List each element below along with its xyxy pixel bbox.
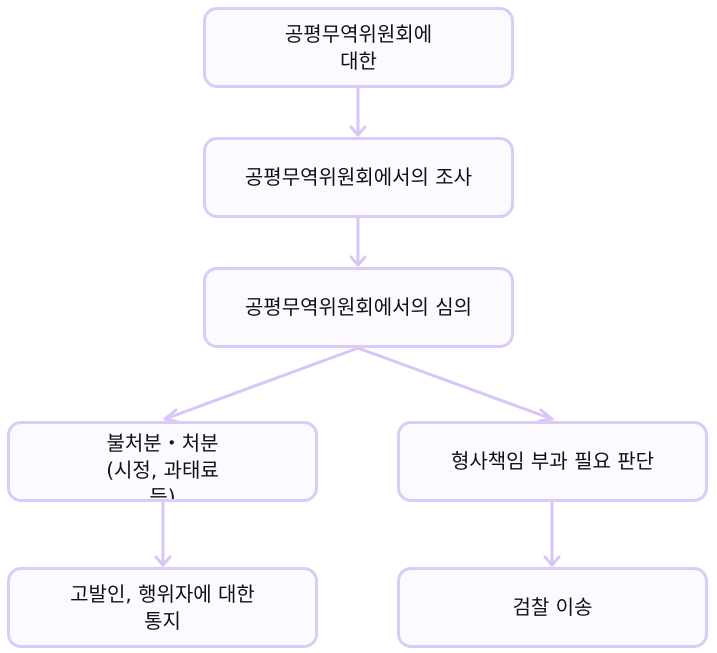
node-ftc-deliberation: 공평무역위원회에서의 심의 [203, 267, 514, 348]
node-line: (시정, 과태료 [106, 458, 219, 482]
edge-n1-n2 [349, 86, 367, 137]
node-ftc-report: 공평무역위원회에 대한 [203, 7, 514, 88]
node-line: 검찰 이송 [512, 595, 593, 619]
node-line: 등) [149, 485, 176, 502]
edge-n2-n3 [349, 216, 367, 267]
node-line: 불처분・처분 [106, 431, 219, 455]
edge-n3-n5 [356, 346, 554, 423]
edge-n3-n4 [163, 346, 360, 424]
node-prosecution-referral: 검찰 이송 [397, 567, 708, 648]
node-line: 공평무역위원회에 [284, 21, 433, 46]
node-line: 공평무역위원회에서의 심의 [244, 295, 473, 319]
node-ftc-investigation: 공평무역위원회에서의 조사 [203, 137, 514, 218]
node-criminal-liability: 형사책임 부과 필요 판단 [397, 421, 708, 502]
node-line: 대한 [340, 48, 377, 73]
node-line: 공평무역위원회에서의 조사 [244, 165, 473, 189]
node-line: 고발인, 행위자에 대한 [70, 581, 255, 606]
edge-n5-n7 [543, 500, 561, 567]
edge-n4-n6 [154, 500, 172, 567]
node-disposition: 불처분・처분 (시정, 과태료 등) [7, 421, 318, 502]
node-notification: 고발인, 행위자에 대한 통지 [7, 567, 318, 648]
node-line: 형사책임 부과 필요 판단 [450, 449, 655, 473]
node-line: 통지 [144, 608, 181, 633]
